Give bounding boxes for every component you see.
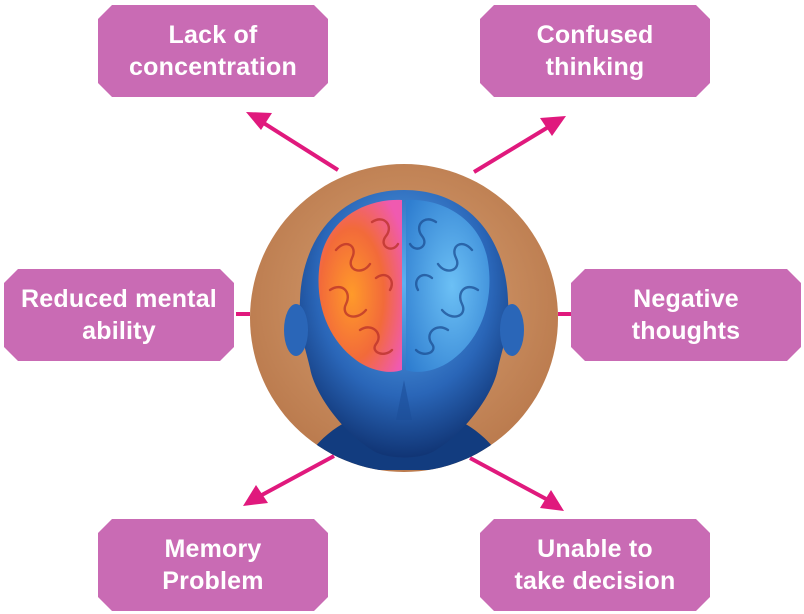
box-line-2: concentration — [129, 51, 297, 83]
arrow-bottom-left — [260, 456, 334, 496]
arrow-top-right — [474, 126, 550, 172]
box-line-2: ability — [82, 315, 156, 347]
box-line-2: take decision — [515, 565, 676, 597]
box-line-2: thinking — [546, 51, 645, 83]
box-line-1: Confused — [537, 19, 654, 51]
box-confused-thinking: Confused thinking — [480, 5, 710, 97]
box-line-1: Lack of — [169, 19, 258, 51]
brain-head-icon — [250, 164, 558, 472]
box-unable-to-take-decision: Unable to take decision — [480, 519, 710, 611]
arrow-bottom-right-head — [540, 490, 564, 511]
box-lack-of-concentration: Lack of concentration — [98, 5, 328, 97]
box-line-2: thoughts — [632, 315, 741, 347]
box-memory-problem: Memory Problem — [98, 519, 328, 611]
box-line-1: Negative — [633, 283, 739, 315]
box-line-1: Memory — [164, 533, 261, 565]
arrow-top-right-head — [540, 116, 566, 136]
arrow-top-left — [262, 122, 338, 170]
arrow-bottom-right — [470, 458, 548, 500]
box-line-2: Problem — [162, 565, 263, 597]
box-line-1: Unable to — [537, 533, 653, 565]
box-line-1: Reduced mental — [21, 283, 217, 315]
box-negative-thoughts: Negative thoughts — [571, 269, 801, 361]
box-reduced-mental-ability: Reduced mental ability — [4, 269, 234, 361]
